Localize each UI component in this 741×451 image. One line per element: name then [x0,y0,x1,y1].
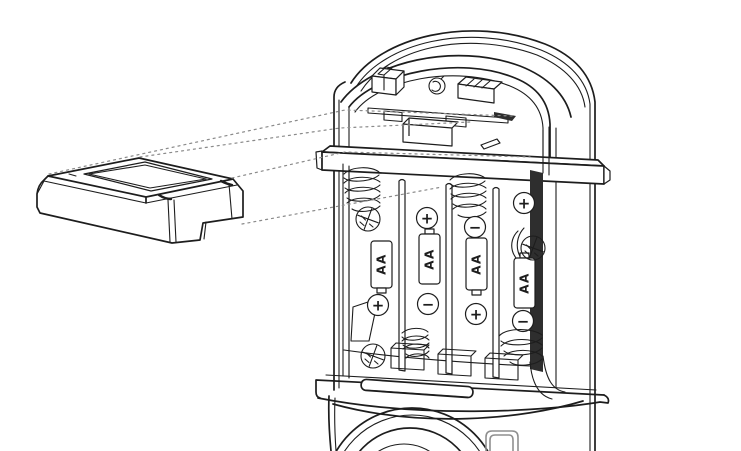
top-latch-left [371,66,405,96]
housing-seam-arc [332,400,584,420]
guide-line-3 [231,151,531,179]
cover-rim-line [36,180,238,204]
polarity-positive-icon: + [415,206,439,230]
lock-body: AA + + AA − [315,30,611,451]
polarity-positive-icon: + [366,293,390,317]
battery-slot-1: AA + [343,167,393,317]
divider-rail-1 [398,178,406,372]
latch-catch-dark [494,112,516,121]
aa-text: AA [423,248,437,270]
battery-slot-2: + AA − [401,206,441,359]
compartment-bottom-ledge [315,355,610,413]
polarity-positive-icon: + [464,302,488,326]
latch-receivers [367,107,516,150]
aa-text: AA [470,253,484,275]
polarity-negative-icon: − [416,292,440,316]
cover-clip-mark-right [219,179,234,187]
coil-spring-icon [449,173,487,218]
aa-text: AA [518,272,532,294]
side-button[interactable] [485,430,519,451]
case-front-arc [340,54,572,118]
cover-clip-mark-left [157,193,173,201]
lower-housing [324,395,584,451]
case-arc-mid [355,36,591,451]
case-arc-inner [360,42,586,108]
housing-left-edge [327,395,332,451]
polarity-text: − [517,312,530,330]
right-wall-foot-arcs [529,355,566,400]
aa-battery-label: AA [513,252,536,309]
polarity-text: + [421,209,434,227]
polarity-text: − [422,295,435,313]
aa-battery-label: AA [418,228,441,285]
divider-rail-3 [492,186,500,379]
top-latch-right [457,76,503,104]
cover-recess-inner [88,164,207,189]
top-screw [428,75,446,95]
screw-icon [360,343,386,369]
polarity-negative-icon: − [463,215,487,239]
battery-slot-3: − AA + [449,173,488,326]
aa-battery-label: AA [370,240,393,294]
polarity-text: + [372,296,385,314]
receiver-box [402,117,459,147]
aa-battery-label: AA [465,237,488,296]
coil-spring-icon [343,167,381,212]
guide-pin [480,138,501,150]
keypad-knob[interactable] [324,407,500,451]
left-wall [342,163,350,379]
divider-rail-2 [445,182,453,375]
cover-top-face-edges [47,175,234,204]
polarity-text: + [470,305,483,323]
guide-line-2 [139,121,471,158]
cover-corner-tick [68,173,77,177]
coil-spring-icon [401,327,430,359]
case-arc-outer [350,30,596,451]
cover-seam-lines [167,183,233,243]
guide-line-1 [48,109,513,175]
contact-block-3 [484,352,524,381]
polarity-negative-icon: − [511,309,535,333]
aa-text: AA [375,253,389,275]
compartment-shelf [315,145,611,185]
polarity-text: + [518,194,531,212]
polarity-text: − [469,218,482,236]
polarity-positive-icon: + [512,191,536,215]
right-wall-edge [542,126,550,176]
contact-block-2 [437,348,477,377]
coil-spring-icon [498,328,543,366]
guide-line-4 [241,186,443,225]
battery-cover[interactable] [36,157,244,244]
battery-compartment [342,126,550,381]
guide-lines [48,109,531,225]
battery-slot-4: + AA − [498,191,543,366]
